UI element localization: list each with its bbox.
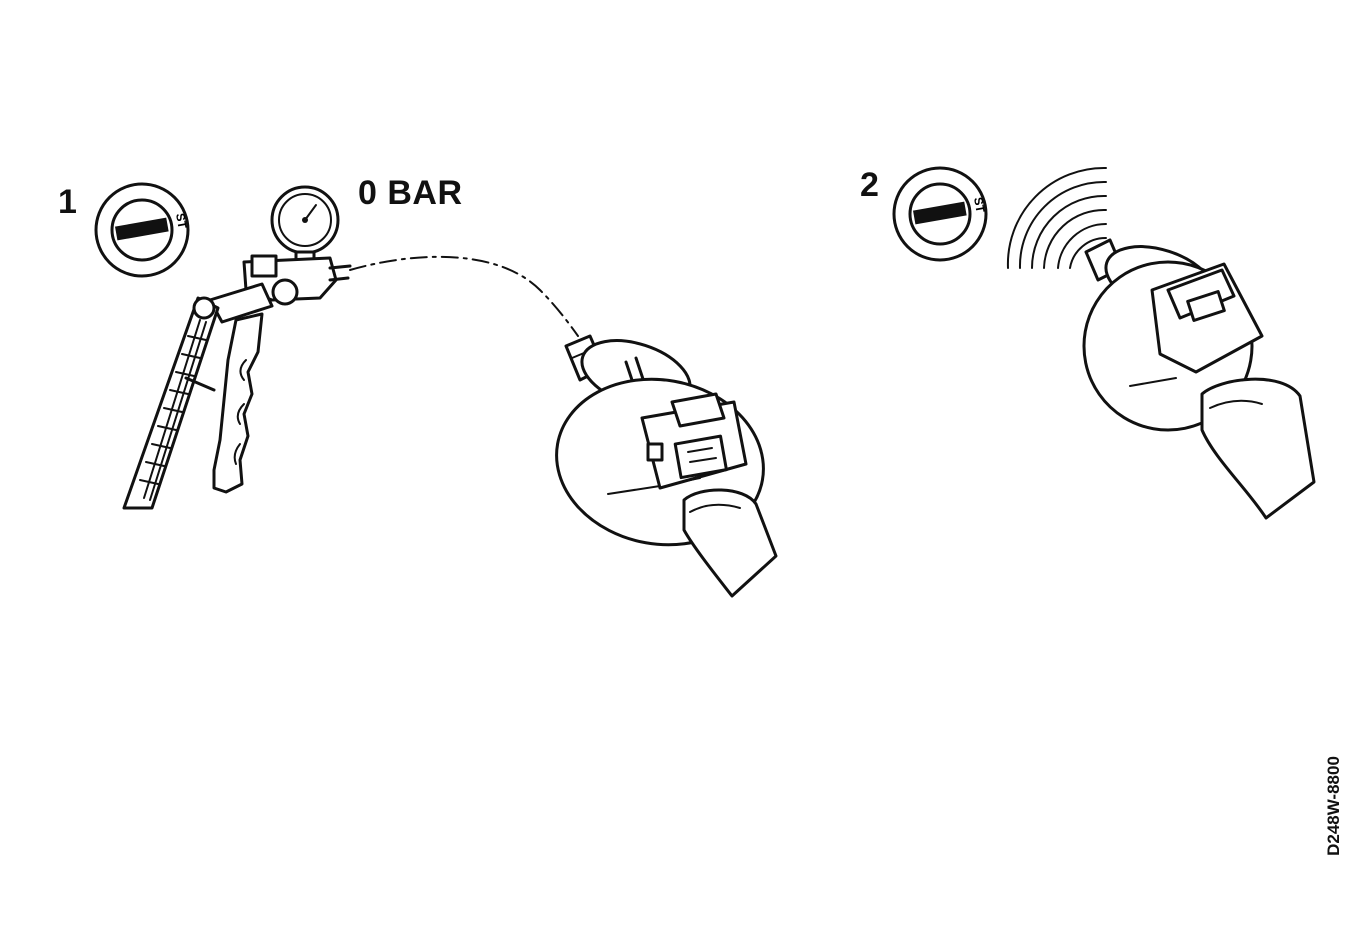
connector-icon-step1 [640, 392, 748, 490]
click-sound-waves-icon [1006, 166, 1107, 269]
ignition-key-marking-step2: ST [971, 196, 988, 214]
connector-icon-step2 [1150, 262, 1264, 374]
step-2-label: 2 [860, 166, 879, 204]
vacuum-pump-icon [122, 185, 352, 510]
ignition-key-marking: ST [173, 212, 190, 230]
figure-reference-code: D248W-8800 [1324, 756, 1343, 856]
ignition-switch-icon-step1: ST [94, 182, 190, 278]
valve-icon-step2 [1082, 238, 1316, 520]
ignition-switch-icon-step2: ST [892, 166, 988, 262]
pressure-reading-label: 0 BAR [358, 174, 463, 212]
step-1-label: 1 [58, 183, 77, 221]
vacuum-hose [349, 255, 579, 337]
valve-icon-step1 [555, 334, 778, 598]
pressure-gauge-icon [270, 185, 340, 266]
